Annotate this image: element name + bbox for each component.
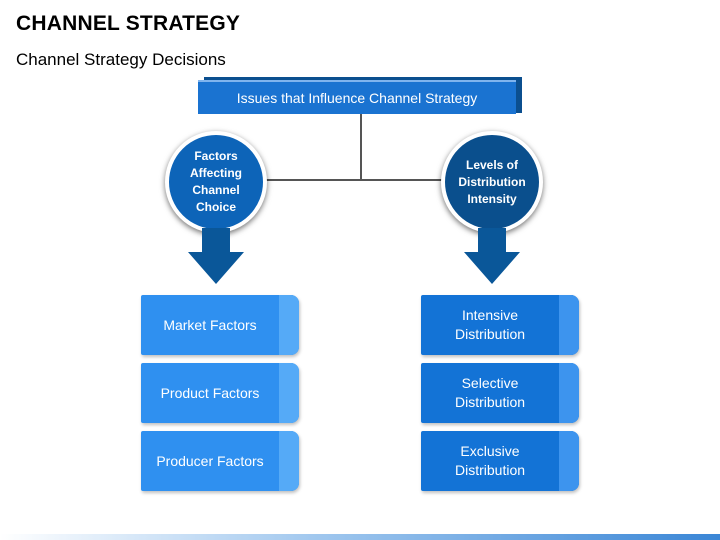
left-item-card: Product Factors [141, 363, 299, 423]
card-tab [559, 295, 579, 355]
card-tab [279, 363, 299, 423]
connector-vertical [360, 114, 362, 180]
bottom-accent-bar [0, 534, 720, 540]
right-item-label: Intensive Distribution [454, 307, 526, 342]
header-box: Issues that Influence Channel Strategy [198, 80, 516, 114]
right-item-label: Exclusive Distribution [454, 443, 526, 478]
card-tab [279, 295, 299, 355]
left-item-card: Producer Factors [141, 431, 299, 491]
left-circle: Factors Affecting Channel Choice [165, 131, 267, 233]
card-tab [559, 363, 579, 423]
right-down-arrow-icon [464, 228, 520, 284]
header-label: Issues that Influence Channel Strategy [236, 90, 478, 106]
right-item-label: Selective Distribution [454, 375, 526, 410]
left-item-card: Market Factors [141, 295, 299, 355]
left-item-label: Market Factors [163, 316, 257, 333]
left-down-arrow-icon [188, 228, 244, 284]
connector-horizontal [262, 179, 446, 181]
slide-title: CHANNEL STRATEGY [16, 12, 241, 35]
card-tab [279, 431, 299, 491]
left-item-label: Product Factors [160, 384, 260, 401]
slide-subtitle: Channel Strategy Decisions [16, 50, 226, 69]
right-item-card: Selective Distribution [421, 363, 579, 423]
left-circle-label: Factors Affecting Channel Choice [190, 149, 242, 214]
right-circle: Levels of Distribution Intensity [441, 131, 543, 233]
left-item-label: Producer Factors [156, 452, 264, 469]
right-item-card: Intensive Distribution [421, 295, 579, 355]
card-tab [559, 431, 579, 491]
right-circle-label: Levels of Distribution Intensity [458, 157, 526, 206]
right-item-card: Exclusive Distribution [421, 431, 579, 491]
